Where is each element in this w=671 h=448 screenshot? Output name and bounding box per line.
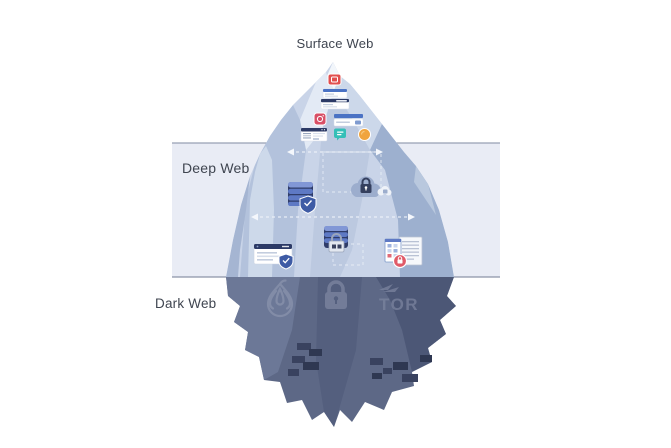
deep-web-icons [253, 176, 423, 270]
search-bar-icon [333, 114, 364, 127]
onion-icon [266, 279, 294, 318]
dark-web-label: Dark Web [155, 296, 217, 311]
dark-blocks [288, 343, 432, 382]
documents-badge-icon [384, 236, 423, 269]
instagram-icon [313, 112, 327, 126]
padlock-icon [325, 280, 347, 309]
cloud-lock-icon [351, 176, 392, 197]
tor-logo-text: TOR [379, 295, 419, 314]
database-lock-icon [324, 226, 348, 253]
youtube-icon [327, 73, 342, 86]
browser-window-icon [300, 127, 328, 142]
surface-web-label: Surface Web [296, 36, 374, 51]
surface-web-icons [300, 73, 371, 142]
browser-window-icon [322, 88, 348, 99]
iceberg-below-water: TOR [226, 277, 456, 427]
deep-web-label: Deep Web [182, 160, 250, 176]
browser-window-icon [320, 98, 350, 110]
iceberg-above-water [226, 62, 454, 277]
coin-icon [358, 128, 371, 141]
chat-icon [334, 128, 346, 141]
connector-arrowheads [251, 148, 415, 221]
secure-browser-icon [253, 243, 294, 270]
tor-logo: TOR [379, 284, 419, 314]
database-shield-icon [288, 182, 317, 214]
